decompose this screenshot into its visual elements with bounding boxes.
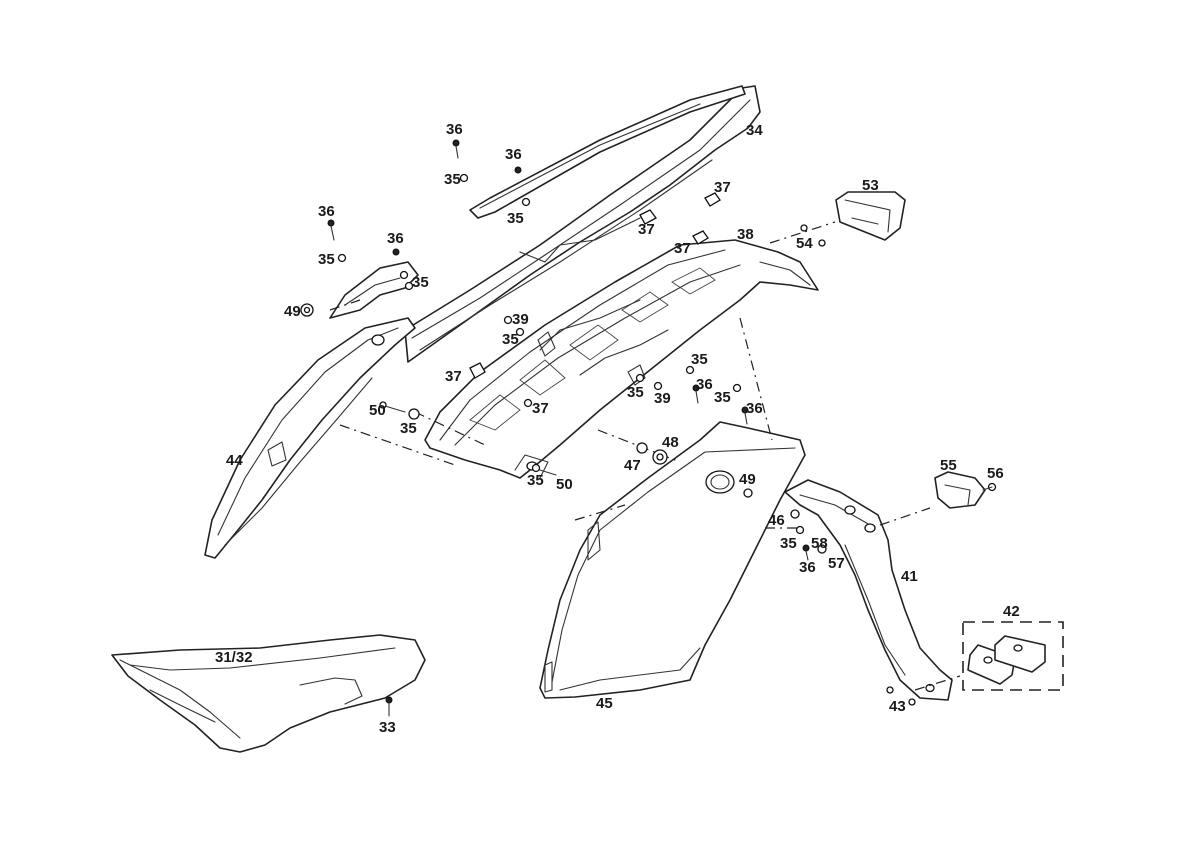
callout-37: 37 xyxy=(674,240,691,257)
callout-37: 37 xyxy=(532,400,549,417)
part-45-lower-side-cover xyxy=(539,421,806,699)
callout-35: 35 xyxy=(502,331,519,348)
callout-54: 54 xyxy=(796,235,813,252)
callout-35: 35 xyxy=(412,274,429,291)
callout-36: 36 xyxy=(505,146,522,163)
part-44-left-side-cover xyxy=(204,317,416,559)
callout-35: 35 xyxy=(318,251,335,268)
callout-33: 33 xyxy=(379,719,396,736)
callout-42: 42 xyxy=(1003,603,1020,620)
callout-53: 53 xyxy=(862,177,879,194)
callout-37: 37 xyxy=(714,179,731,196)
callout-43: 43 xyxy=(889,698,906,715)
part-55-plate-light xyxy=(934,471,986,509)
callout-35: 35 xyxy=(507,210,524,227)
callout-35: 35 xyxy=(780,535,797,552)
callout-36: 36 xyxy=(799,559,816,576)
callout-46: 46 xyxy=(768,512,785,529)
callout-49: 49 xyxy=(739,471,756,488)
callout-36: 36 xyxy=(696,376,713,393)
callout-47: 47 xyxy=(624,457,641,474)
part-34-tail-cover xyxy=(329,85,761,363)
callout-37: 37 xyxy=(638,221,655,238)
callout-38: 38 xyxy=(737,226,754,243)
callout-48: 48 xyxy=(662,434,679,451)
part-31-32-seat xyxy=(111,634,426,753)
callout-50: 50 xyxy=(369,402,386,419)
callout-58: 58 xyxy=(811,535,828,552)
fasteners xyxy=(300,139,997,717)
callout-39: 39 xyxy=(654,390,671,407)
part-53-tail-light xyxy=(835,191,906,241)
callout-35: 35 xyxy=(627,384,644,401)
part-38-rear-fender-tray xyxy=(424,239,819,479)
callout-44: 44 xyxy=(226,452,243,469)
part-42-reflector-set xyxy=(962,621,1064,691)
callout-41: 41 xyxy=(901,568,918,585)
callout-55: 55 xyxy=(940,457,957,474)
callout-56: 56 xyxy=(987,465,1004,482)
callout-35: 35 xyxy=(527,472,544,489)
callout-57: 57 xyxy=(828,555,845,572)
callout-45: 45 xyxy=(596,695,613,712)
callout-35: 35 xyxy=(691,351,708,368)
part-41-license-bracket xyxy=(784,479,953,701)
callout-36: 36 xyxy=(318,203,335,220)
callout-36: 36 xyxy=(746,400,763,417)
callout-50: 50 xyxy=(556,476,573,493)
callout-39: 39 xyxy=(512,311,529,328)
callout-31-32: 31/32 xyxy=(215,649,253,666)
callout-37: 37 xyxy=(445,368,462,385)
callout-36: 36 xyxy=(387,230,404,247)
callout-35: 35 xyxy=(400,420,417,437)
callout-labels: 34 36 36 35 35 37 37 53 36 36 35 35 37 3… xyxy=(215,121,1020,736)
callout-35: 35 xyxy=(444,171,461,188)
callout-49: 49 xyxy=(284,303,301,320)
callout-34: 34 xyxy=(746,122,763,139)
callout-35: 35 xyxy=(714,389,731,406)
callout-36: 36 xyxy=(446,121,463,138)
